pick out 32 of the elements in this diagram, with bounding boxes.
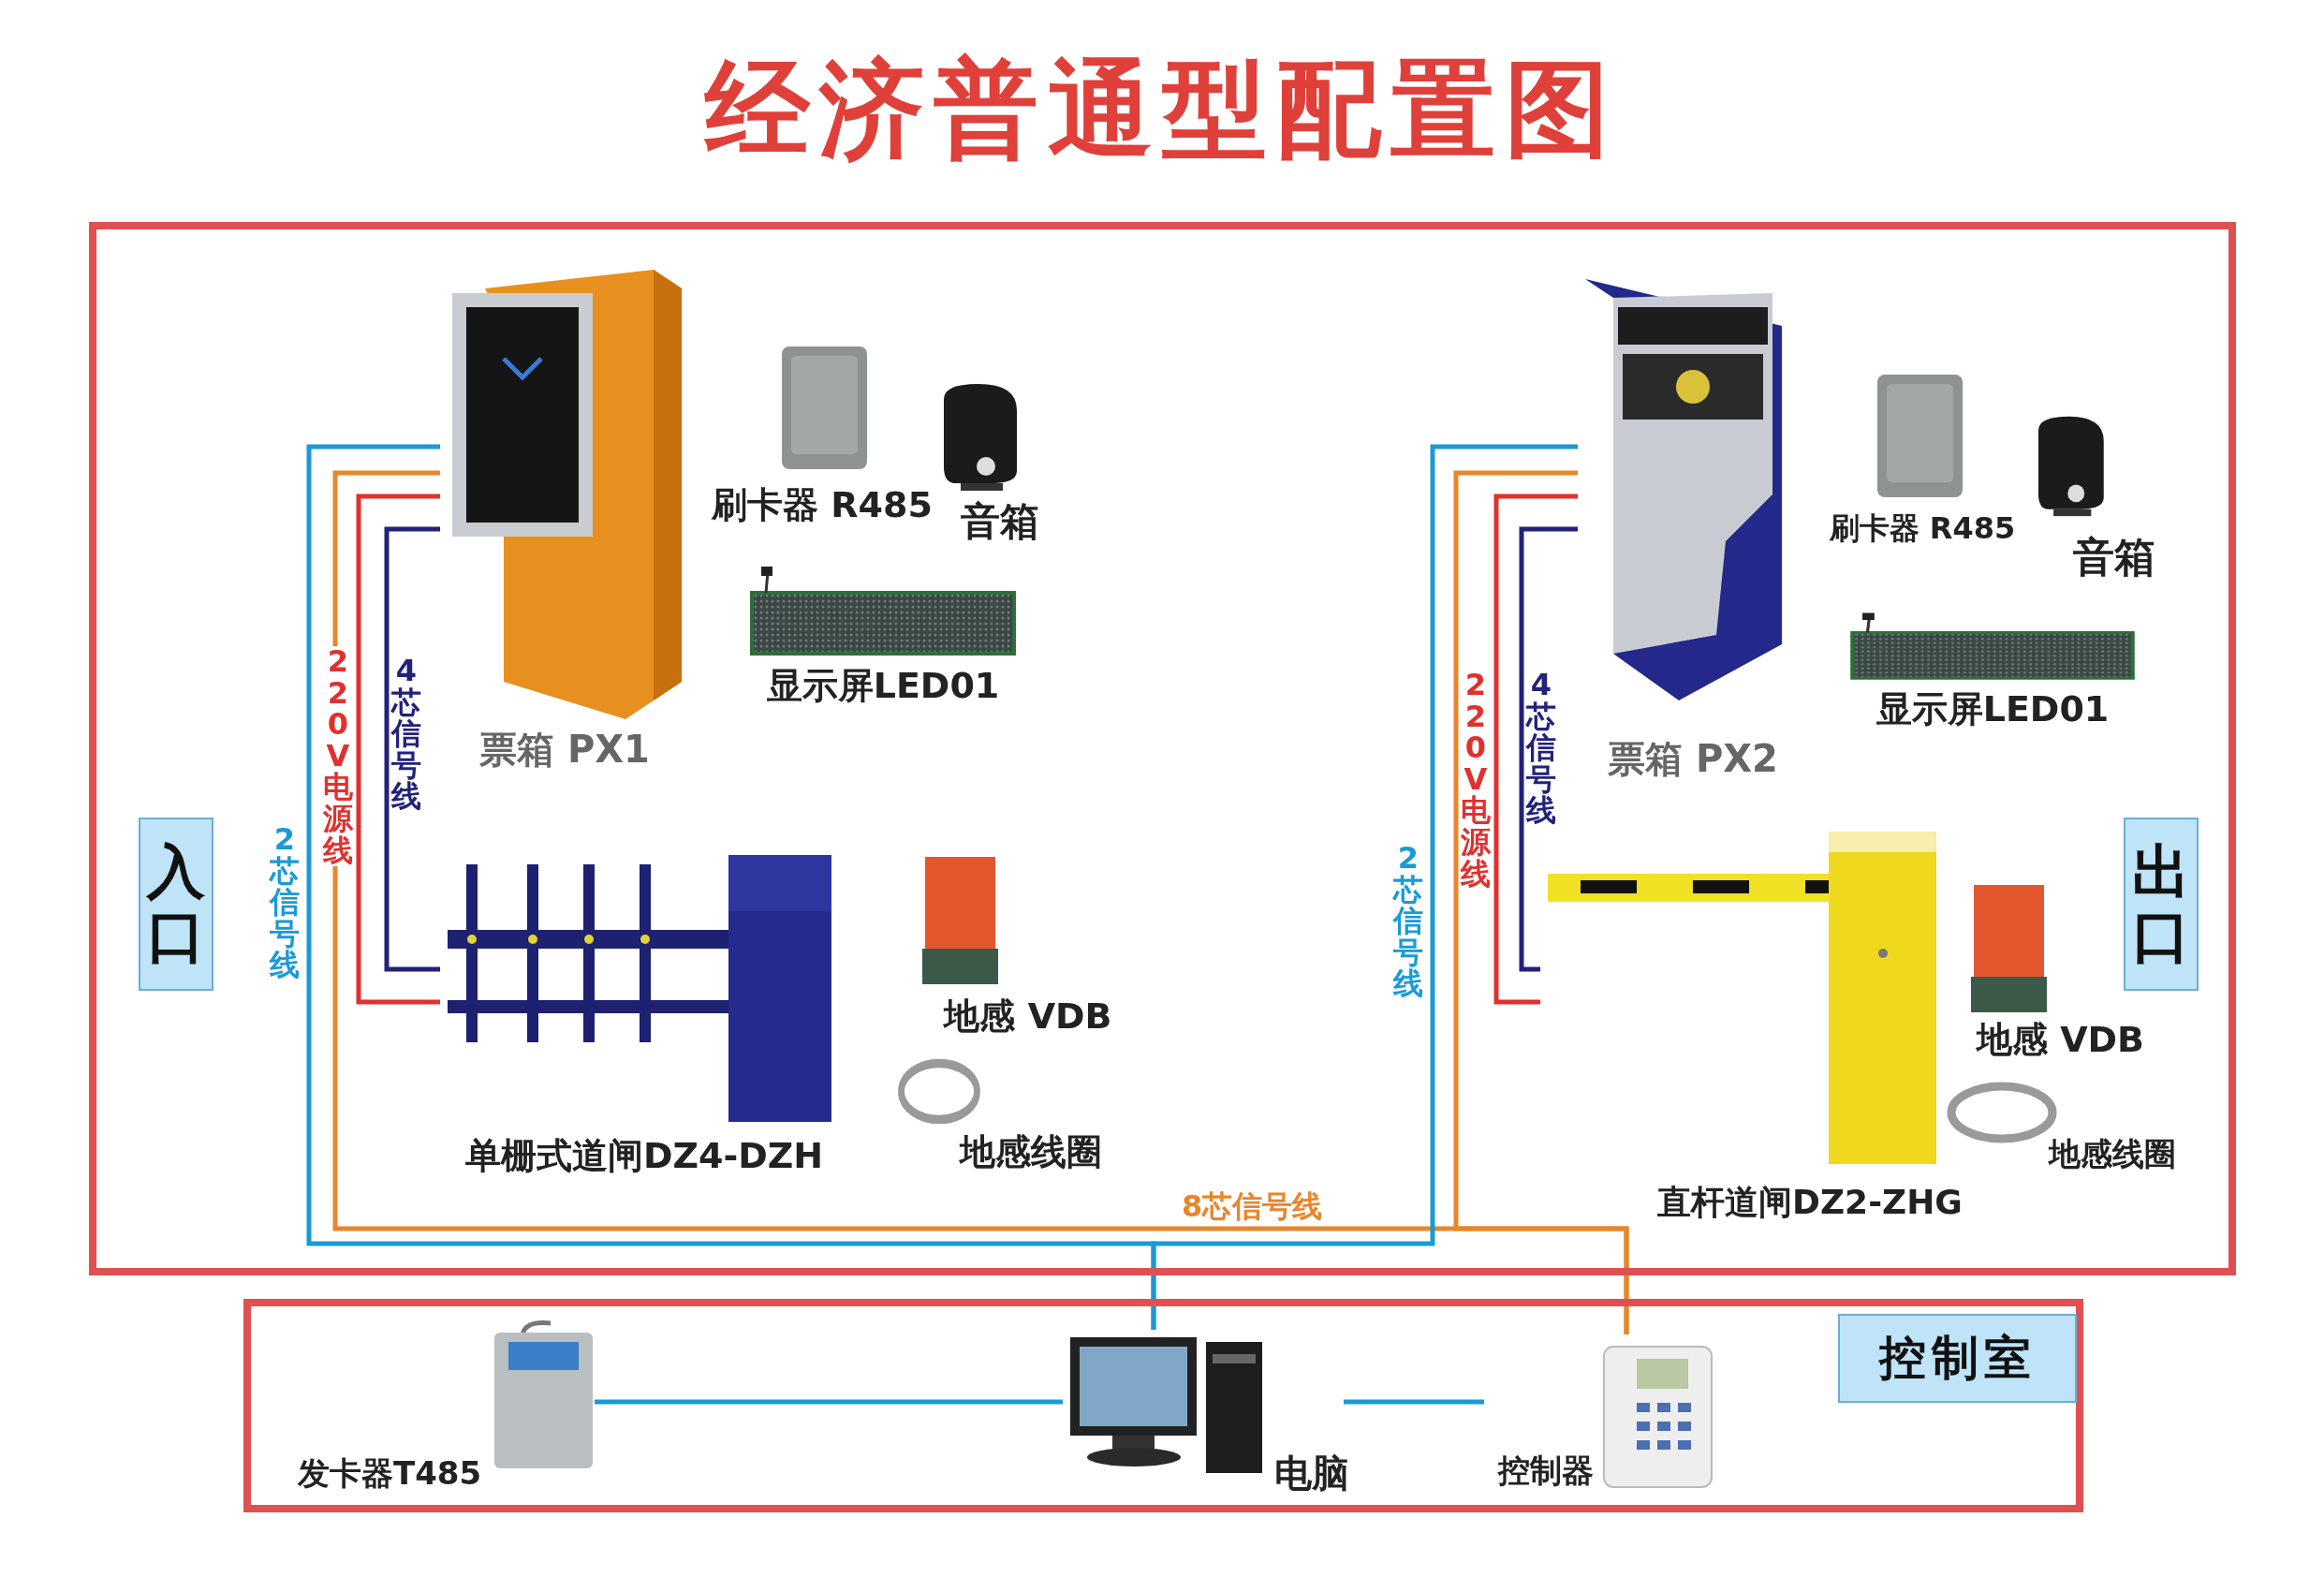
exit-sign: 出口	[2124, 818, 2199, 991]
cable-line	[1151, 444, 1578, 1330]
device-label: 刷卡器 R485	[710, 487, 934, 523]
device-label: 地感线圈	[2047, 1138, 2177, 1170]
device-label: 音箱	[2072, 537, 2156, 578]
cable-line	[1344, 1399, 1484, 1405]
device-label: 单栅式道闸DZ4-DZH	[463, 1138, 825, 1173]
control-room-frame	[243, 1299, 2083, 1512]
device-label: 电脑	[1272, 1454, 1350, 1492]
device-label: 直杆道闸DZ2-ZHG	[1656, 1186, 1964, 1219]
device-label: 地感 VDB	[942, 998, 1113, 1034]
device-label: 显示屏LED01	[765, 668, 1001, 703]
cable-line	[384, 526, 440, 972]
entrance-sign: 入口	[139, 818, 213, 991]
device-label: 刷卡器 R485	[1829, 513, 2016, 543]
lane-frame	[89, 222, 2236, 1275]
cable-line	[1453, 470, 1629, 1334]
device-label: 音箱	[960, 502, 1040, 541]
edge-label: 8芯信号线	[1182, 1191, 1323, 1223]
device-label: 发卡器T485	[298, 1457, 480, 1489]
device-label: 票箱 PX1	[478, 730, 651, 768]
cable-line	[1519, 526, 1578, 972]
cable-line	[356, 494, 440, 1005]
cable-line	[1493, 494, 1578, 1005]
device-label: 控制器	[1496, 1454, 1595, 1486]
edge-label: 220V 电源线	[323, 646, 353, 867]
device-label: 显示屏LED01	[1875, 691, 2111, 727]
device-label: 地感线圈	[958, 1134, 1103, 1170]
cable-line	[595, 1399, 1063, 1405]
device-label: 地感 VDB	[1975, 1022, 2146, 1057]
room-sign: 控制室	[1838, 1314, 2077, 1403]
device-label: 票箱 PX2	[1607, 740, 1779, 777]
